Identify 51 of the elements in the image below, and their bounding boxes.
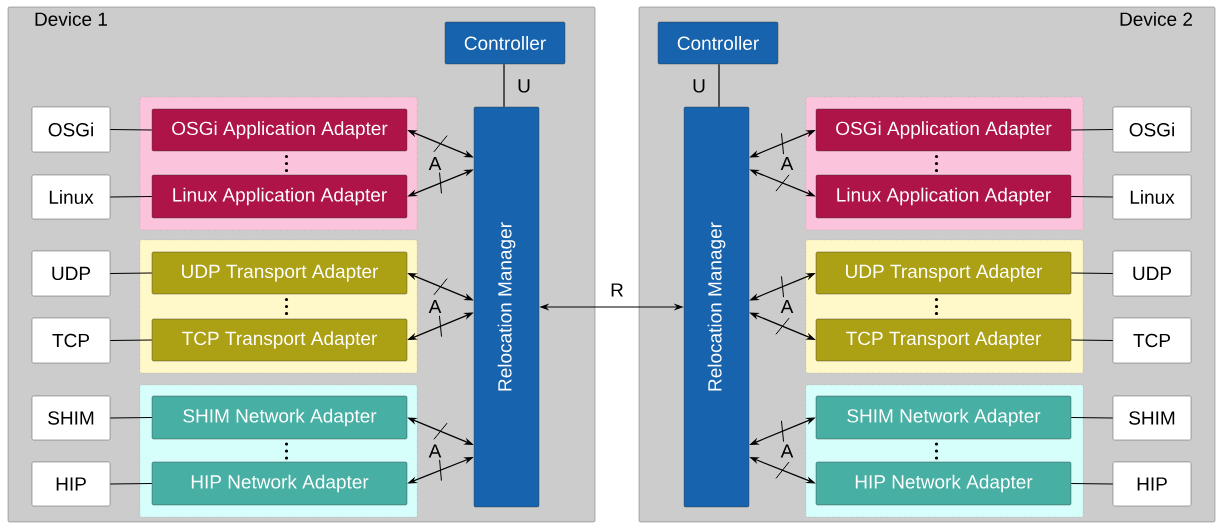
adapter-box: SHIM Network Adapter bbox=[151, 395, 408, 440]
connector-line bbox=[1070, 272, 1114, 275]
connector-line bbox=[109, 416, 153, 419]
edge-label: A bbox=[780, 156, 794, 170]
connector-line bbox=[1070, 339, 1114, 342]
connector-line bbox=[503, 63, 505, 108]
platform-box: UDP bbox=[31, 250, 111, 297]
edge-label: U bbox=[693, 79, 705, 93]
connector-line bbox=[109, 195, 153, 198]
edge-label: A bbox=[428, 156, 442, 170]
platform-box: TCP bbox=[31, 317, 111, 364]
manager-bar: Relocation Manager bbox=[473, 106, 540, 508]
platform-box: SHIM bbox=[1112, 395, 1192, 441]
edge-label: R bbox=[611, 283, 623, 297]
platform-box: TCP bbox=[1112, 317, 1192, 364]
connector-line bbox=[109, 482, 153, 485]
adapter-box: UDP Transport Adapter bbox=[815, 251, 1072, 295]
adapter-box: Linux Application Adapter bbox=[151, 174, 408, 219]
adapter-box: OSGi Application Adapter bbox=[151, 108, 408, 152]
adapter-box: TCP Transport Adapter bbox=[815, 318, 1072, 362]
platform-box: HIP bbox=[31, 461, 111, 507]
adapter-box: HIP Network Adapter bbox=[815, 461, 1072, 506]
platform-box: OSGi bbox=[1112, 106, 1192, 153]
adapter-box: SHIM Network Adapter bbox=[815, 395, 1072, 440]
platform-box: Linux bbox=[31, 174, 111, 220]
platform-box: HIP bbox=[1112, 461, 1192, 507]
platform-box: SHIM bbox=[31, 395, 111, 441]
connector-line bbox=[1070, 482, 1114, 485]
adapter-box: Linux Application Adapter bbox=[815, 174, 1072, 219]
edge-label: U bbox=[518, 79, 530, 93]
controller-box: Controller bbox=[444, 21, 566, 65]
adapter-box: OSGi Application Adapter bbox=[815, 108, 1072, 152]
edge-label: A bbox=[780, 299, 794, 313]
connector-line bbox=[718, 63, 720, 108]
adapter-box: TCP Transport Adapter bbox=[151, 318, 408, 362]
connector-line bbox=[1070, 416, 1114, 419]
edge-label: A bbox=[428, 444, 442, 458]
platform-box: UDP bbox=[1112, 250, 1192, 297]
connector-line bbox=[1070, 195, 1114, 198]
manager-bar: Relocation Manager bbox=[683, 106, 750, 508]
platform-box: Linux bbox=[1112, 174, 1192, 220]
adapter-box: UDP Transport Adapter bbox=[151, 251, 408, 295]
adapter-box: HIP Network Adapter bbox=[151, 461, 408, 506]
controller-box: Controller bbox=[657, 21, 779, 65]
connector-line bbox=[109, 272, 153, 275]
platform-box: OSGi bbox=[31, 106, 111, 153]
connector-line bbox=[109, 128, 153, 131]
connector-line bbox=[1070, 128, 1114, 131]
edge-label: A bbox=[428, 299, 442, 313]
connector-line bbox=[109, 339, 153, 342]
edge-label: A bbox=[780, 444, 794, 458]
